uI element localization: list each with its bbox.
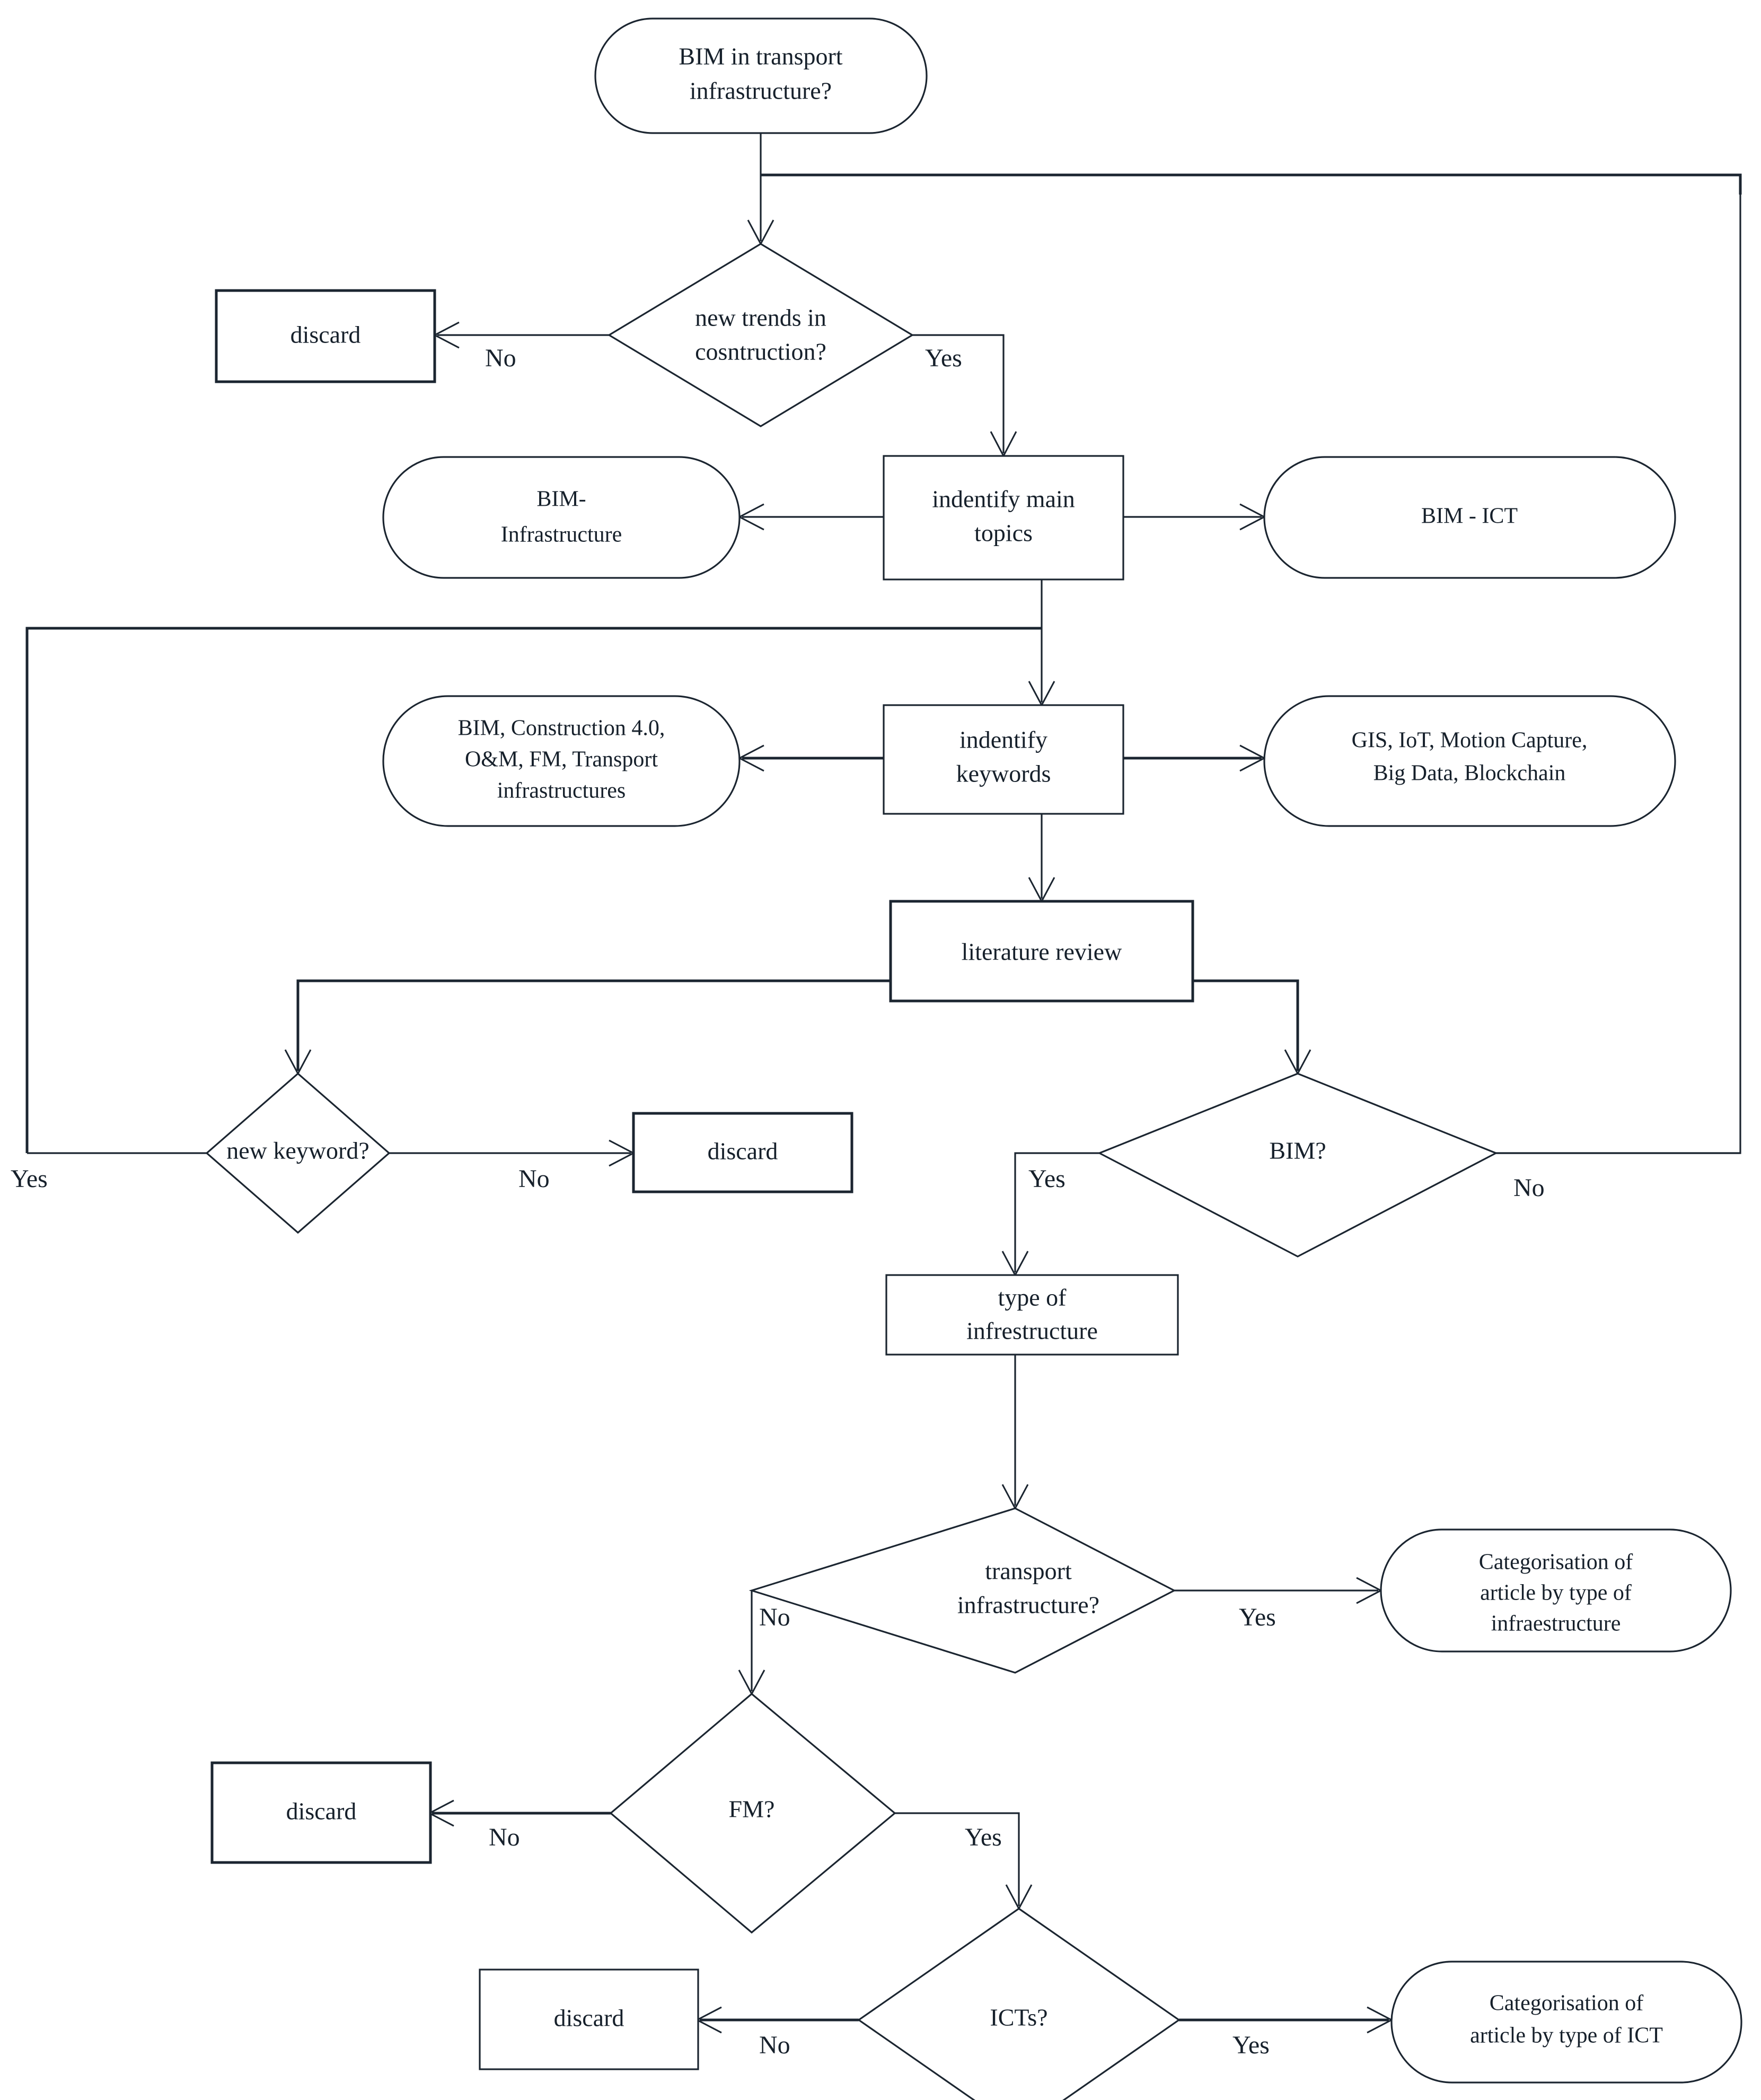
edge-bim-yes (1014, 1152, 1099, 1272)
node-fm-q[interactable]: FM? (609, 1692, 896, 1934)
node-identify-keywords-line-0: indentify (959, 726, 1047, 753)
node-identify-topics-line-1: topics (974, 520, 1033, 547)
node-keywords-left-line-0: BIM, Construction 4.0, (458, 716, 665, 741)
node-keywords-left[interactable]: BIM, Construction 4.0, O&M, FM, Transpor… (382, 695, 741, 827)
node-icts-q-label: ICTs? (990, 2004, 1047, 2031)
node-discard-3-label: discard (286, 1798, 357, 1825)
node-categorisation-ict-line-0: Categorisation of (1490, 1991, 1643, 2016)
edge-label-bim-no: No (1513, 1174, 1545, 1202)
node-new-trends-line-0: new trends in (695, 304, 826, 331)
node-categorisation-infra-line-0: Categorisation of (1479, 1550, 1633, 1575)
node-fm-q-label: FM? (729, 1796, 775, 1823)
node-discard-4-label: discard (554, 2005, 624, 2032)
node-transport-infrastructure[interactable]: transport infrastructure? (749, 1507, 1176, 1674)
edge-bim-no-return (1496, 195, 1741, 1154)
node-type-of-infrastructure[interactable]: type of infrestructure (885, 1274, 1179, 1356)
node-new-trends[interactable]: new trends in cosntruction? (607, 243, 914, 427)
edge-layer (25, 133, 1742, 2034)
node-literature-review-label: literature review (962, 938, 1122, 965)
edge-label-layer: No Yes Yes No Yes No No Yes No Yes No Ye… (11, 344, 1545, 2059)
edge-new-trends-yes (912, 334, 1005, 453)
node-start-line-1: infrastructure? (690, 77, 832, 104)
edge-label-new-keyword-no: No (518, 1165, 550, 1193)
edge-label-new-trends-yes: Yes (925, 344, 962, 372)
node-categorisation-infra-line-2: infraestructure (1491, 1612, 1621, 1636)
node-bim-q[interactable]: BIM? (1097, 1073, 1498, 1258)
node-bim-infrastructure[interactable]: BIM- Infrastructure (382, 456, 741, 579)
node-discard-1[interactable]: discard (215, 289, 436, 383)
node-bim-q-label: BIM? (1269, 1137, 1326, 1164)
edge-literature-to-bim-q (1193, 979, 1299, 1071)
node-icts-q[interactable]: ICTs? (857, 1908, 1181, 2100)
node-keywords-left-line-1: O&M, FM, Transport (465, 748, 658, 772)
edge-label-new-trends-no: No (485, 344, 516, 372)
edge-label-icts-no: No (759, 2031, 790, 2059)
node-categorisation-infrastructure[interactable]: Categorisation of article by type of inf… (1380, 1528, 1732, 1653)
node-discard-4[interactable]: discard (479, 1969, 699, 2070)
edge-label-icts-yes: Yes (1232, 2031, 1270, 2059)
node-bim-infrastructure-line-0: BIM- (536, 487, 586, 512)
node-start-line-0: BIM in transport (679, 43, 842, 70)
node-discard-3[interactable]: discard (210, 1761, 432, 1864)
node-bim-ict[interactable]: BIM - ICT (1263, 456, 1676, 579)
node-keywords-right[interactable]: GIS, IoT, Motion Capture, Big Data, Bloc… (1263, 695, 1676, 827)
node-bim-ict-label: BIM - ICT (1421, 504, 1518, 529)
node-transport-line-0: transport (985, 1558, 1072, 1585)
edge-new-keyword-yes-return (25, 627, 1042, 1153)
node-discard-2[interactable]: discard (632, 1112, 853, 1193)
node-categorisation-ict[interactable]: Categorisation of article by type of ICT (1390, 1961, 1742, 2084)
node-type-of-infrastructure-line-1: infrestructure (966, 1317, 1098, 1345)
edge-fm-yes (895, 1812, 1020, 1906)
edge-label-transport-no: No (759, 1603, 790, 1631)
node-identify-topics-line-0: indentify main (932, 486, 1075, 513)
node-new-trends-line-1: cosntruction? (695, 338, 826, 365)
edge-label-fm-no: No (489, 1823, 520, 1851)
edge-start-right-loop (761, 173, 1742, 195)
node-categorisation-ict-line-1: article by type of ICT (1470, 2024, 1663, 2048)
node-keywords-right-line-1: Big Data, Blockchain (1373, 761, 1566, 786)
node-keywords-left-line-2: infrastructures (497, 779, 626, 803)
edge-label-bim-yes: Yes (1028, 1165, 1066, 1193)
node-categorisation-infra-line-1: article by type of (1480, 1581, 1632, 1605)
node-transport-line-1: infrastructure? (957, 1592, 1099, 1619)
node-type-of-infrastructure-line-0: type of (998, 1284, 1067, 1311)
node-new-keyword-label: new keyword? (226, 1137, 369, 1164)
node-identify-keywords-line-1: keywords (956, 760, 1051, 787)
node-new-keyword[interactable]: new keyword? (205, 1072, 391, 1234)
node-identify-topics[interactable]: indentify main topics (883, 455, 1124, 581)
edge-label-new-keyword-yes: Yes (11, 1165, 48, 1193)
node-literature-review[interactable]: literature review (889, 900, 1194, 1003)
node-discard-1-label: discard (290, 321, 361, 348)
node-identify-keywords[interactable]: indentify keywords (883, 704, 1124, 815)
node-bim-infrastructure-line-1: Infrastructure (501, 523, 622, 547)
edge-literature-to-new-keyword (296, 979, 891, 1071)
node-discard-2-label: discard (708, 1138, 778, 1165)
edge-label-fm-yes: Yes (965, 1823, 1002, 1851)
node-start[interactable]: BIM in transport infrastructure? (594, 17, 928, 134)
node-keywords-right-line-0: GIS, IoT, Motion Capture, (1352, 728, 1588, 753)
edge-label-transport-yes: Yes (1239, 1603, 1276, 1631)
